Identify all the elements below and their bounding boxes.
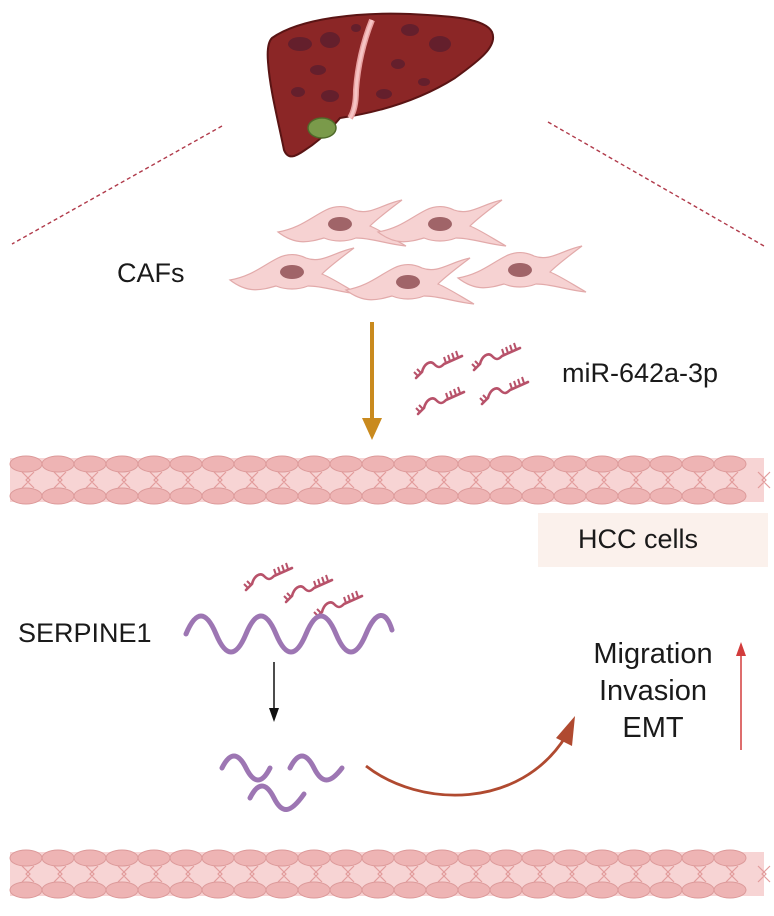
caf-cell-icon: [345, 257, 475, 305]
mirna-icon: [282, 573, 334, 604]
secretion-arrow: [362, 322, 382, 440]
cafs-label: CAFs: [117, 258, 185, 288]
outcomes-list: Migration Invasion EMT: [578, 636, 728, 747]
outcome-emt: EMT: [622, 712, 684, 744]
promotion-arrow: [365, 716, 575, 797]
caf-cell-icon: [377, 199, 507, 247]
outcome-invasion: Invasion: [598, 675, 707, 707]
dashed-line-left: [11, 125, 223, 245]
hcc-cells-label: HCC cells: [578, 524, 699, 554]
mirna-group-bound: [242, 561, 364, 620]
membrane-icon: [9, 849, 771, 899]
mirna-icon: [242, 561, 294, 592]
membrane-icon: [9, 455, 771, 505]
caf-cells: [229, 199, 587, 305]
caf-cell-icon: [277, 199, 407, 247]
mirna-icon: [470, 341, 522, 372]
mrna-fragments: [219, 753, 345, 812]
caf-cell-icon: [457, 245, 587, 293]
increase-arrow: [736, 642, 746, 750]
mirna-icon: [414, 385, 466, 416]
gene-label: SERPINE1: [18, 618, 152, 648]
hcc-label-box: [538, 513, 768, 567]
liver-icon: [266, 12, 495, 158]
mirna-group-top: [412, 341, 530, 416]
mirna-label: miR-642a-3p: [562, 358, 719, 388]
caf-cell-icon: [229, 247, 359, 295]
mirna-icon: [412, 349, 464, 380]
degradation-arrow: [269, 662, 279, 722]
outcome-migration: Migration: [593, 638, 713, 670]
mirna-icon: [478, 375, 530, 406]
mrna-icon: [183, 613, 395, 655]
dashed-line-right: [547, 121, 765, 247]
